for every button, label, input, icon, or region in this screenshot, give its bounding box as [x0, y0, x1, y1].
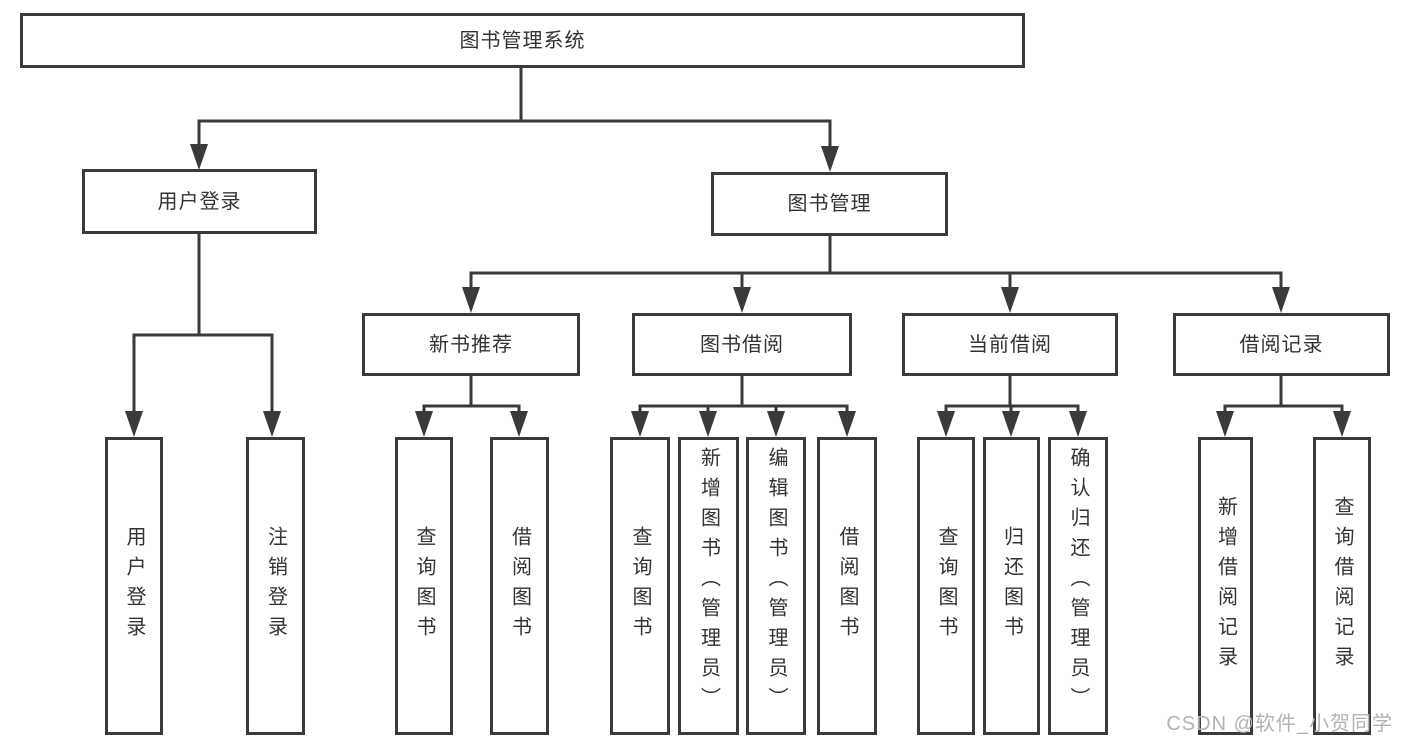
node-current-borrow: 当前借阅: [902, 313, 1118, 376]
leaf-return-books: 归还图书: [983, 437, 1040, 735]
leaf-add-books-admin: 新增图书（管理员）: [678, 437, 739, 735]
leaf-query-borrow-record: 查询借阅记录: [1313, 437, 1371, 735]
leaf-borrow-books: 借阅图书: [817, 437, 877, 735]
leaf-edit-books-admin: 编辑图书（管理员）: [746, 437, 806, 735]
leaf-confirm-return-admin: 确认归还（管理员）: [1048, 437, 1108, 735]
node-new-book-recommend: 新书推荐: [362, 313, 580, 376]
arrowheads: [125, 144, 1351, 437]
node-book-borrow: 图书借阅: [632, 313, 852, 376]
node-root-library-system: 图书管理系统: [20, 13, 1025, 68]
leaf-query-books-borrow: 查询图书: [610, 437, 670, 735]
leaf-borrow-books-recommend: 借阅图书: [490, 437, 549, 735]
leaf-query-books-recommend: 查询图书: [395, 437, 453, 735]
connector-segments: [132, 67, 1344, 415]
leaf-add-borrow-record: 新增借阅记录: [1198, 437, 1253, 735]
leaf-query-books-current: 查询图书: [917, 437, 975, 735]
node-book-management: 图书管理: [711, 172, 948, 236]
leaf-logout: 注销登录: [246, 437, 305, 735]
node-borrow-records: 借阅记录: [1173, 313, 1390, 376]
node-user-login: 用户登录: [82, 169, 317, 234]
leaf-user-login: 用户登录: [105, 437, 163, 735]
